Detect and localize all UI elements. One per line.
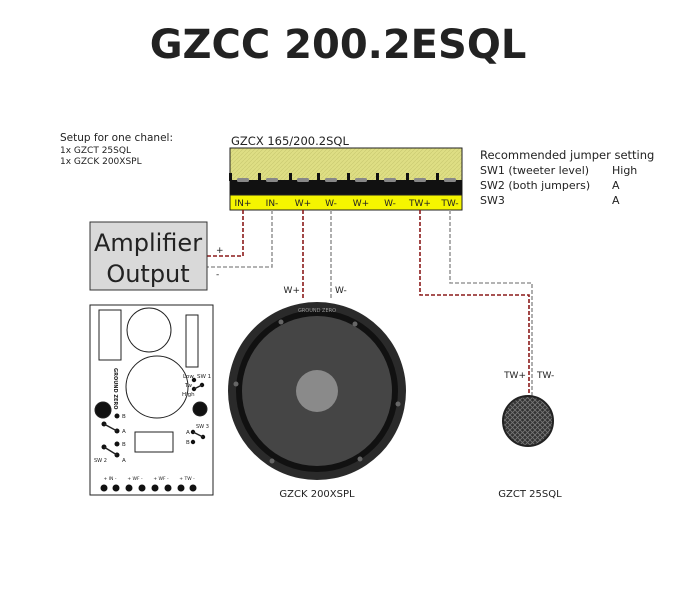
board-tw: Tw (184, 383, 192, 389)
crossover-terminal-label: W- (384, 199, 396, 209)
jumper-value: A (612, 194, 620, 207)
tweeter-name: GZCT 25SQL (498, 489, 562, 500)
terminal-screw (325, 178, 337, 182)
setup-heading: Setup for one chanel: (60, 132, 173, 144)
board-a: A (122, 429, 126, 435)
board-b: B (186, 440, 190, 446)
terminal-divider (406, 173, 409, 181)
woofer-speaker: GROUND ZERO (228, 302, 406, 480)
woofer-name: GZCK 200XSPL (279, 489, 355, 500)
board-a: A (186, 430, 190, 436)
wire-tweeter-minus (449, 210, 533, 397)
page-title: GZCC 200.2ESQL (150, 22, 527, 68)
board-b: B (122, 442, 126, 448)
crossover-terminal-label: W+ (295, 199, 311, 209)
board-a: A (122, 458, 126, 464)
setup-item: 1x GZCK 200XSPL (60, 157, 142, 167)
board-sw1: SW 1 (197, 374, 211, 380)
amp-plus-label: + (216, 246, 224, 256)
woofer-minus-label: W- (335, 286, 347, 296)
terminal-divider (376, 173, 379, 181)
terminal-divider (289, 173, 292, 181)
crossover-board-diagram (89, 304, 214, 496)
crossover-terminal-label: IN+ (235, 199, 252, 209)
wire-tweeter-plus (419, 210, 530, 397)
jumper-name: SW3 (480, 194, 505, 207)
tweeter-speaker (502, 395, 554, 447)
crossover-terminal-label: IN- (266, 199, 279, 209)
jumper-name: SW2 (both jumpers) (480, 179, 590, 192)
board-brand: GROUND ZERO (112, 368, 118, 409)
crossover-label: GZCX 165/200.2SQL (231, 134, 349, 148)
terminal-screw (237, 178, 249, 182)
amp-minus-label: - (216, 270, 219, 280)
terminal-screw (266, 178, 278, 182)
jumper-value: A (612, 179, 620, 192)
tweeter-minus-label: TW- (536, 371, 554, 381)
terminal-divider (317, 173, 320, 181)
terminal-screw (297, 178, 309, 182)
board-sw3: SW 3 (196, 424, 209, 430)
jumper-heading: Recommended jumper setting (480, 148, 654, 162)
board-high: High (182, 392, 195, 398)
terminal-divider (347, 173, 350, 181)
terminal-divider (436, 173, 439, 181)
amplifier-label: Amplifier (94, 229, 202, 257)
board-terminal-label: + TW - (179, 476, 195, 482)
terminal-screw (355, 178, 367, 182)
board-sw2: SW 2 (94, 458, 107, 464)
wire-in-minus (207, 210, 273, 268)
woofer-plus-label: W+ (284, 286, 300, 296)
crossover-terminal-label: W+ (353, 199, 369, 209)
board-terminal-label: + WF - (127, 476, 143, 482)
wire-in-plus (207, 210, 244, 257)
amplifier-output-box: Amplifier Output (89, 221, 208, 291)
amplifier-label: Output (106, 260, 189, 288)
jumper-value: High (612, 164, 637, 177)
board-terminal-label: + IN - (104, 476, 117, 482)
crossover-terminal-label: TW- (440, 199, 458, 209)
crossover-terminal-label: W- (325, 199, 337, 209)
tweeter-plus-label: TW+ (503, 371, 526, 381)
terminal-screw (444, 178, 456, 182)
board-low: Low (183, 374, 194, 380)
board-b: B (122, 414, 126, 420)
setup-item: 1x GZCT 25SQL (60, 146, 131, 156)
board-terminal-label: + WF - (153, 476, 169, 482)
terminal-divider (229, 173, 232, 181)
woofer-brand: GROUND ZERO (298, 308, 336, 314)
terminal-divider (258, 173, 261, 181)
jumper-name: SW1 (tweeter level) (480, 164, 589, 177)
crossover-terminal-label: TW+ (408, 199, 431, 209)
crossover-unit: IN+ IN- W+ W- W+ W- TW+ TW- (229, 147, 463, 211)
terminal-screw (414, 178, 426, 182)
terminal-screw (384, 178, 396, 182)
